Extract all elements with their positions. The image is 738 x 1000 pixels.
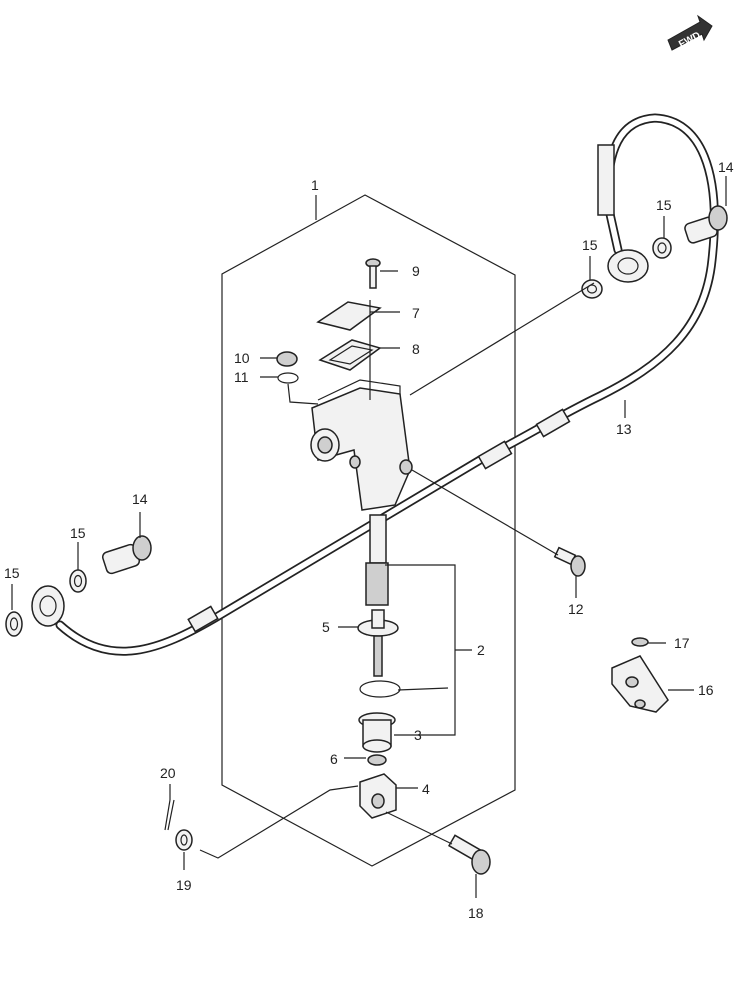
circlip-11 xyxy=(277,372,299,384)
callout-15-far-left: 15 xyxy=(4,565,20,581)
callout-15-right-inner: 15 xyxy=(582,237,598,253)
callout-14-left: 14 xyxy=(132,491,148,507)
pin-18 xyxy=(447,834,491,875)
brake-hose xyxy=(31,113,719,656)
screw-17 xyxy=(631,637,649,647)
callout-17: 17 xyxy=(674,635,690,651)
spring xyxy=(365,514,389,606)
callout-5: 5 xyxy=(322,619,330,635)
callout-2: 2 xyxy=(477,642,485,658)
master-cylinder-body xyxy=(310,379,413,511)
union-bolt-14-left xyxy=(101,535,152,575)
callout-15-right-outer: 15 xyxy=(656,197,672,213)
washer-15-left-outer xyxy=(5,611,23,637)
assembly-outline xyxy=(221,194,516,867)
nut-6 xyxy=(367,754,387,766)
callout-12: 12 xyxy=(568,601,584,617)
callout-15-left: 15 xyxy=(70,525,86,541)
bracket-16 xyxy=(611,655,669,713)
boot-3 xyxy=(358,712,396,753)
bolt-12 xyxy=(553,546,586,577)
callout-20: 20 xyxy=(160,765,176,781)
circlip-ring xyxy=(359,680,401,698)
callout-14-right: 14 xyxy=(718,159,734,175)
plate-10 xyxy=(276,351,298,367)
callout-11: 11 xyxy=(234,369,249,385)
callout-9: 9 xyxy=(412,263,420,279)
washer-15-right-outer xyxy=(652,237,672,259)
callout-4: 4 xyxy=(422,781,430,797)
leader-lines xyxy=(11,176,727,898)
washer-19 xyxy=(175,829,193,851)
fwd-arrow-icon: FWD xyxy=(667,14,713,51)
callout-8: 8 xyxy=(412,341,420,357)
callout-3: 3 xyxy=(414,727,422,743)
callout-13: 13 xyxy=(616,421,632,437)
callout-19: 19 xyxy=(176,877,192,893)
callout-10: 10 xyxy=(234,350,250,366)
washer-15-left-inner xyxy=(69,569,87,593)
union-bolt-14-right xyxy=(684,205,728,244)
cotter-pin-20 xyxy=(164,799,175,831)
washer-15-right-inner xyxy=(581,279,603,299)
callout-18: 18 xyxy=(468,905,484,921)
callout-16: 16 xyxy=(698,682,714,698)
callout-6: 6 xyxy=(330,751,338,767)
piston-5 xyxy=(357,609,399,677)
callout-7: 7 xyxy=(412,305,420,321)
screw-9 xyxy=(365,258,381,289)
reservoir-cap-7 xyxy=(316,301,382,331)
callout-1: 1 xyxy=(311,177,319,193)
joint-4 xyxy=(359,773,397,819)
diaphragm-8 xyxy=(318,339,382,371)
